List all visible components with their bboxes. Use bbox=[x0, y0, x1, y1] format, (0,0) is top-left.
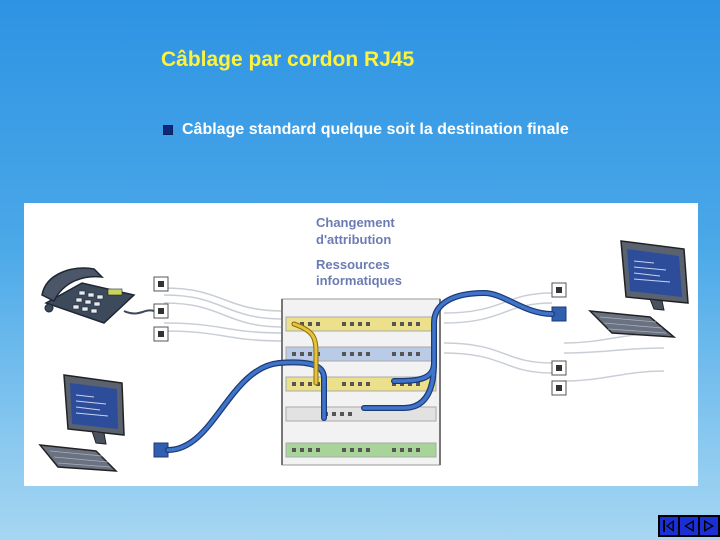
label-change-line2: d'attribution bbox=[316, 232, 391, 247]
yellow-cable bbox=[291, 321, 319, 386]
bullet-item: Câblage standard quelque soit la destina… bbox=[163, 121, 569, 139]
previous-slide-icon bbox=[684, 520, 694, 532]
label-resources-line1: Ressources bbox=[316, 257, 390, 272]
slide-navigation bbox=[658, 515, 720, 537]
computer-left-icon bbox=[38, 374, 125, 472]
bullet-square-icon bbox=[163, 125, 173, 135]
computer-right-icon bbox=[587, 240, 689, 338]
next-slide-icon bbox=[704, 520, 714, 532]
slide-title: Câblage par cordon RJ45 bbox=[161, 48, 415, 71]
previous-slide-button[interactable] bbox=[678, 515, 700, 537]
rj45-cabling-diagram: Changement d'attribution Ressources info… bbox=[24, 203, 698, 486]
next-slide-button[interactable] bbox=[698, 515, 720, 537]
bullet-text: Câblage standard quelque soit la destina… bbox=[182, 121, 569, 138]
telephone-icon bbox=[41, 267, 136, 324]
label-resources-line2: informatiques bbox=[316, 273, 402, 288]
phone-cord bbox=[123, 309, 155, 315]
first-slide-icon bbox=[663, 520, 674, 532]
first-slide-button[interactable] bbox=[658, 515, 680, 537]
wall-outlet-right-group bbox=[551, 282, 567, 396]
label-change-line1: Changement bbox=[316, 215, 395, 230]
